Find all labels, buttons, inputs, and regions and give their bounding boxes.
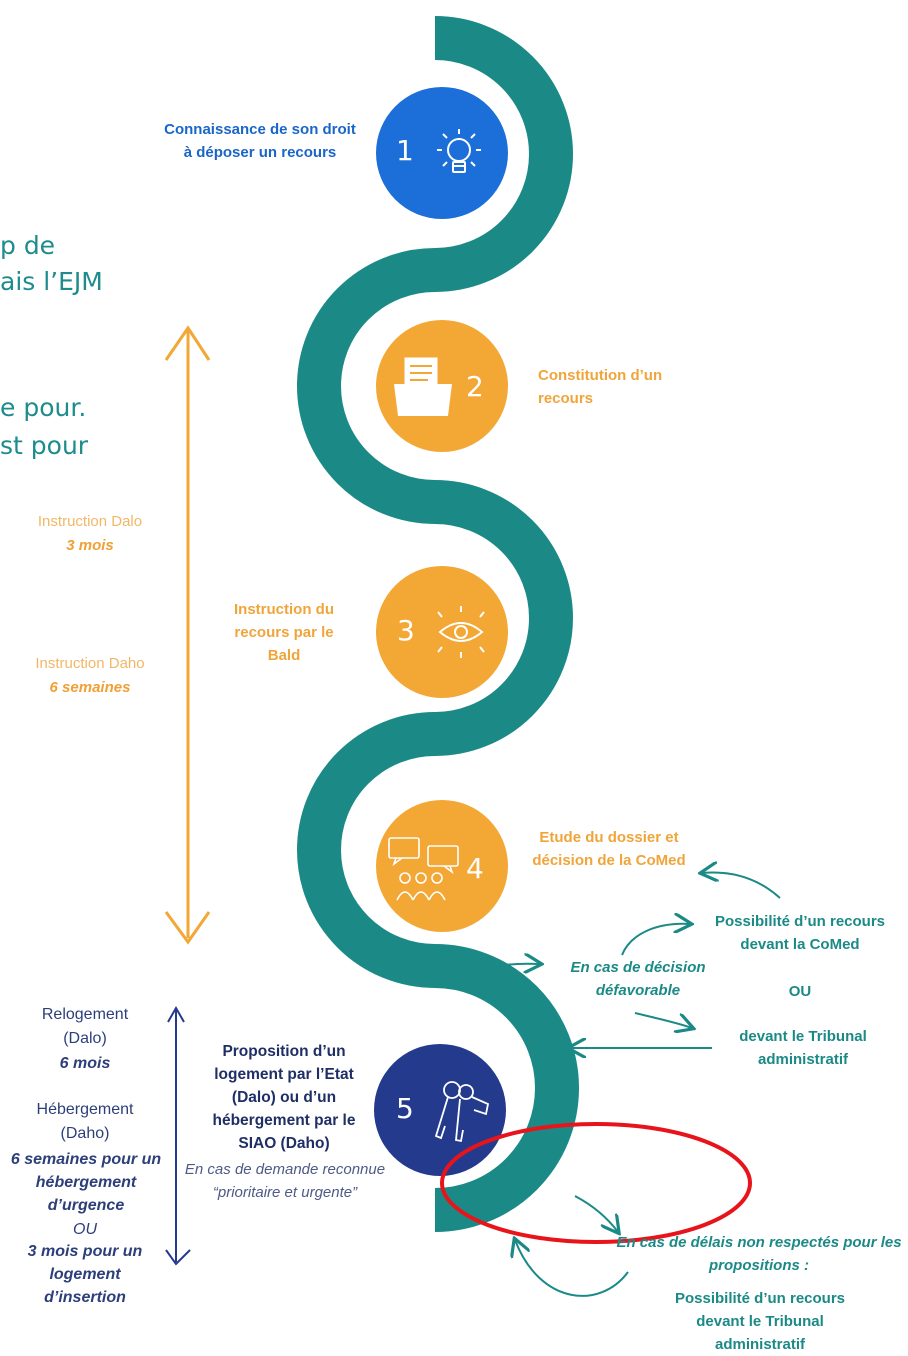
step-2-number: 2	[466, 370, 484, 403]
step-4-number: 4	[466, 852, 484, 885]
arrow-to-step4	[702, 872, 781, 899]
arrow-to-decision	[479, 964, 540, 970]
step-3-number: 3	[397, 614, 415, 647]
hebergement-duration-2: 3 mois pour un logement d’insertion	[27, 1243, 143, 1306]
serpentine-path	[297, 16, 579, 1232]
proposal-delay-arrow	[165, 1005, 191, 1266]
arrow-to-delays	[574, 1195, 618, 1232]
step-1-circle	[376, 87, 508, 219]
arrow-to-possibility	[621, 924, 690, 956]
step-3-label: Instruction du recours par le Bald	[234, 601, 334, 664]
hebergement-label: Hébergement	[36, 1101, 134, 1118]
keys-icon	[434, 1081, 490, 1143]
background-text-line-1: p de	[0, 231, 56, 260]
relogement-sub: (Dalo)	[63, 1030, 107, 1047]
step-5-circle	[374, 1044, 506, 1176]
delays-outcome: Possibilité d’un recours devant le Tribu…	[674, 1290, 846, 1353]
decision-option-1: Possibilité d’un recours devant la CoMed	[714, 913, 886, 953]
delays-case: En cas de délais non respectés pour les …	[616, 1234, 902, 1274]
background-text-line-4: st pour	[0, 431, 89, 460]
lightbulb-icon	[437, 129, 481, 173]
decision-case: En cas de décision défavorable	[570, 959, 706, 999]
instruction-daho-duration: 6 semaines	[49, 679, 131, 696]
decision-option-2: devant le Tribunal administratif	[739, 1028, 867, 1068]
group-discussion-icon	[388, 837, 459, 901]
step-5-note: En cas de demande reconnue “prioritaire …	[184, 1161, 386, 1201]
step-4-label: Etude du dossier et décision de la CoMed	[532, 829, 686, 869]
instruction-period-arrow	[164, 325, 211, 945]
folder-document-icon	[394, 356, 452, 416]
eye-icon	[437, 606, 485, 658]
step-1-number: 1	[396, 134, 414, 167]
highlight-ellipse	[440, 1122, 752, 1244]
relogement-label: Relogement	[41, 1006, 129, 1023]
arrow-to-tribunal	[634, 1012, 692, 1028]
hebergement-or: OU	[73, 1221, 97, 1238]
background-text-line-2: ais l’EJM	[0, 267, 103, 296]
hebergement-sub: (Daho)	[60, 1125, 110, 1142]
step-2-label: Constitution d’un recours	[538, 367, 663, 407]
arrow-loop-back	[515, 1240, 629, 1297]
step-1-label: Connaissance de son droit à déposer un r…	[164, 121, 356, 161]
instruction-daho-label: Instruction Daho	[35, 655, 145, 672]
step-5-label: Proposition d’un logement par l’Etat (Da…	[212, 1043, 356, 1152]
background-text-line-3: e pour.	[0, 393, 87, 422]
instruction-dalo-duration: 3 mois	[66, 537, 114, 554]
step-5-number: 5	[396, 1092, 414, 1125]
relogement-duration: 6 mois	[59, 1055, 111, 1072]
instruction-dalo-label: Instruction Dalo	[37, 513, 143, 530]
step-3-circle	[376, 566, 508, 698]
hebergement-duration: 6 semaines pour un hébergement d’urgence	[10, 1151, 162, 1214]
decision-or: OU	[788, 983, 812, 1000]
